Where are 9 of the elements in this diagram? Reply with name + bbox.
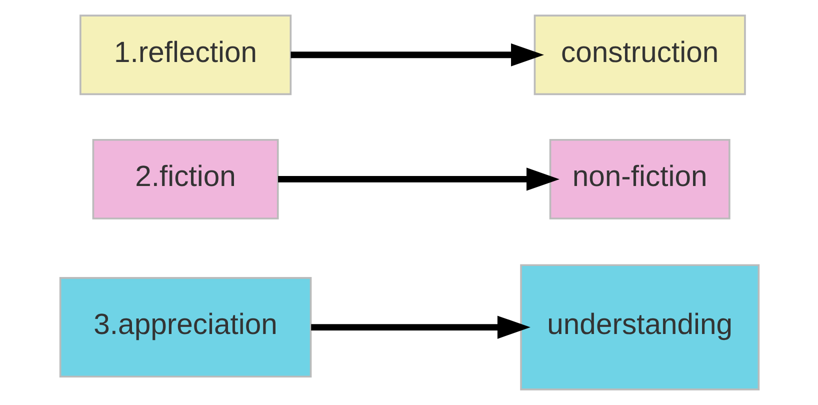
- arrow: [278, 168, 559, 191]
- arrow: [290, 43, 544, 66]
- node-box: 3.appreciation: [58, 277, 312, 378]
- node-box: 1.reflection: [79, 14, 292, 96]
- node-box: 2.fiction: [92, 138, 278, 220]
- node-box: non-fiction: [548, 138, 730, 220]
- arrow: [310, 316, 530, 339]
- node-box: understanding: [520, 264, 760, 390]
- node-box: construction: [533, 14, 746, 96]
